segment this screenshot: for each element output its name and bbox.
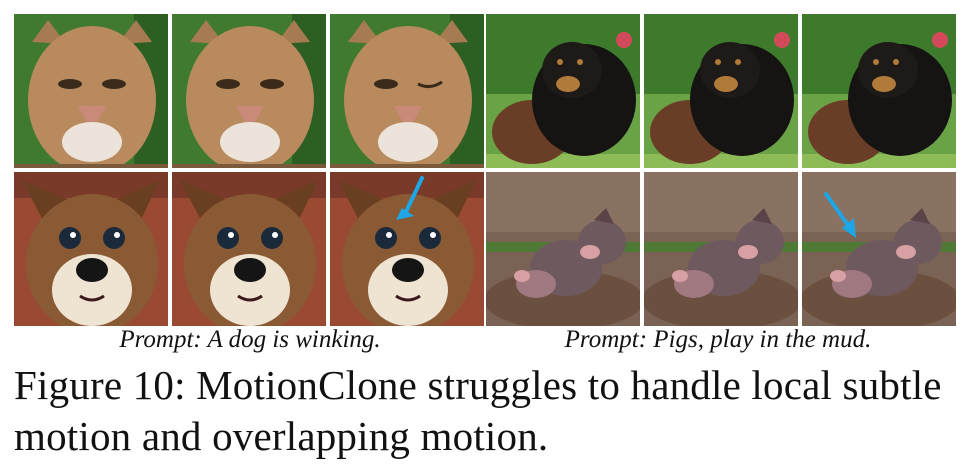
pig-frame-2 xyxy=(644,172,798,326)
right-example-panel xyxy=(486,14,956,326)
arrow-icon xyxy=(824,192,856,238)
dog-frame-3 xyxy=(330,172,484,326)
figure-caption: Figure 10: MotionClone struggles to hand… xyxy=(14,362,942,459)
dog-frame-1 xyxy=(14,172,168,326)
prompt-pigs-mud: Prompt: Pigs, play in the mud. xyxy=(564,326,872,353)
cougar-frame-2 xyxy=(172,14,326,168)
arrow-icon xyxy=(396,176,424,220)
pig-frame-1 xyxy=(486,172,640,326)
cougar-frame-3 xyxy=(330,14,484,168)
prompt-dog-winking: Prompt: A dog is winking. xyxy=(119,326,381,353)
left-example-panel xyxy=(14,14,484,326)
puppy-frame-3 xyxy=(802,14,956,168)
pig-frame-3 xyxy=(802,172,956,326)
puppy-frame-2 xyxy=(644,14,798,168)
puppy-frame-1 xyxy=(486,14,640,168)
dog-frame-2 xyxy=(172,172,326,326)
cougar-frame-1 xyxy=(14,14,168,168)
